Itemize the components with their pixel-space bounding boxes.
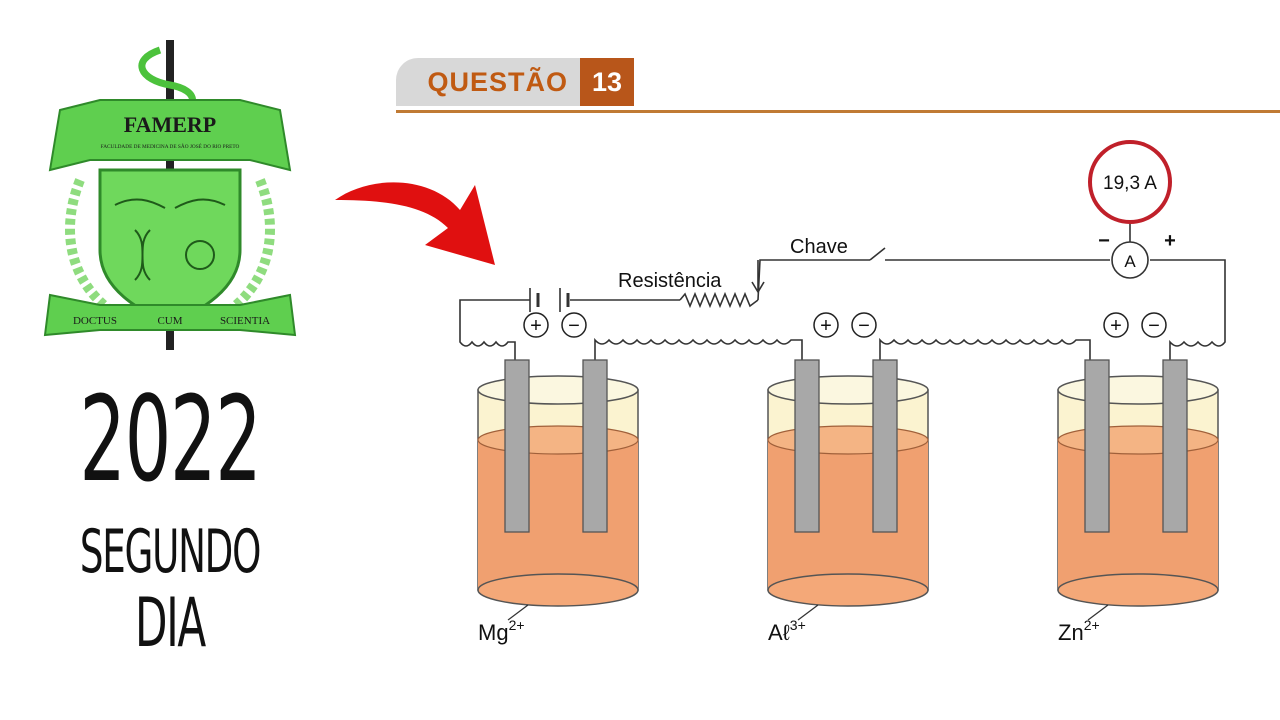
shield-icon bbox=[98, 168, 242, 327]
electrode-right bbox=[1162, 359, 1188, 533]
wire-coil-right bbox=[1169, 335, 1226, 360]
electrode-left bbox=[1084, 359, 1110, 533]
wire-top bbox=[459, 259, 1226, 335]
famerp-logo: FAMERP FACULDADE DE MEDICINA DE SÃO JOSÉ… bbox=[43, 40, 297, 350]
stethoscope-icon bbox=[185, 240, 215, 270]
laurel-left-icon bbox=[65, 178, 114, 314]
svg-text:+: + bbox=[530, 315, 542, 337]
wire-coil-left bbox=[459, 330, 516, 360]
laurel-right-icon bbox=[226, 178, 275, 314]
switch-icon bbox=[869, 247, 886, 261]
motto-word-3: SCIENTIA bbox=[220, 315, 270, 327]
question-rule bbox=[396, 110, 1280, 113]
svg-text:+: + bbox=[820, 315, 832, 337]
svg-text:−: − bbox=[1148, 315, 1160, 337]
hands-icon bbox=[114, 198, 226, 209]
ammeter-reading: 19,3 A bbox=[1103, 173, 1157, 194]
logo-subtitle: FACULDADE DE MEDICINA DE SÃO JOSÉ DO RIO… bbox=[101, 142, 240, 150]
dna-icon bbox=[134, 229, 151, 281]
question-label-box bbox=[396, 58, 580, 106]
question-number: 13 bbox=[580, 58, 634, 106]
resistor-label: Resistência bbox=[618, 270, 722, 292]
question-label: QUESTÃO bbox=[427, 67, 568, 97]
cell-2-polarity: + − bbox=[813, 312, 877, 338]
logo-name: FAMERP bbox=[124, 112, 216, 137]
cell-3-ion-label: Zn2+ bbox=[1058, 617, 1100, 645]
top-banner bbox=[48, 99, 292, 172]
svg-text:−: − bbox=[568, 315, 580, 337]
edition-day-line2: DIA bbox=[134, 584, 206, 663]
svg-text:+: + bbox=[1110, 315, 1122, 337]
wire-coil-2-3 bbox=[879, 337, 1091, 360]
wire-coil-1-2 bbox=[594, 337, 803, 360]
question-header: QUESTÃO 13 bbox=[396, 58, 1280, 116]
ammeter-minus: − bbox=[1098, 230, 1110, 252]
svg-text:−: − bbox=[858, 315, 870, 337]
beaker-1 bbox=[477, 359, 639, 621]
electrode-left bbox=[504, 359, 530, 533]
cell-1-polarity: + − bbox=[523, 312, 587, 338]
beaker-3 bbox=[1057, 359, 1219, 621]
left-panel: FAMERP FACULDADE DE MEDICINA DE SÃO JOSÉ… bbox=[0, 0, 340, 720]
cell-3-polarity: + − bbox=[1103, 312, 1167, 338]
ammeter-symbol: A bbox=[1124, 252, 1136, 271]
electrolysis-circuit-diagram: 19,3 A A − + Chave Resistência + − + − +… bbox=[459, 140, 1226, 645]
bottom-banner bbox=[43, 293, 297, 337]
switch-label: Chave bbox=[790, 236, 848, 258]
resistor-icon bbox=[679, 291, 759, 309]
cell-2-ion-label: Aℓ3+ bbox=[768, 617, 806, 645]
ammeter-plus: + bbox=[1164, 230, 1176, 252]
beaker-2 bbox=[767, 359, 929, 621]
curved-arrow-icon bbox=[335, 182, 495, 265]
motto-word-2: CUM bbox=[157, 315, 182, 327]
electrode-left bbox=[794, 359, 820, 533]
electrode-right bbox=[582, 359, 608, 533]
electrode-right bbox=[872, 359, 898, 533]
edition-year: 2022 bbox=[79, 370, 261, 508]
motto-word-1: DOCTUS bbox=[73, 315, 117, 327]
ammeter-reading-ring bbox=[1088, 140, 1172, 224]
cell-1-ion-label: Mg2+ bbox=[478, 617, 525, 645]
edition-day-line1: SEGUNDO bbox=[79, 517, 261, 587]
battery-icon bbox=[529, 288, 570, 312]
resistor-slider-arrow bbox=[751, 260, 765, 294]
